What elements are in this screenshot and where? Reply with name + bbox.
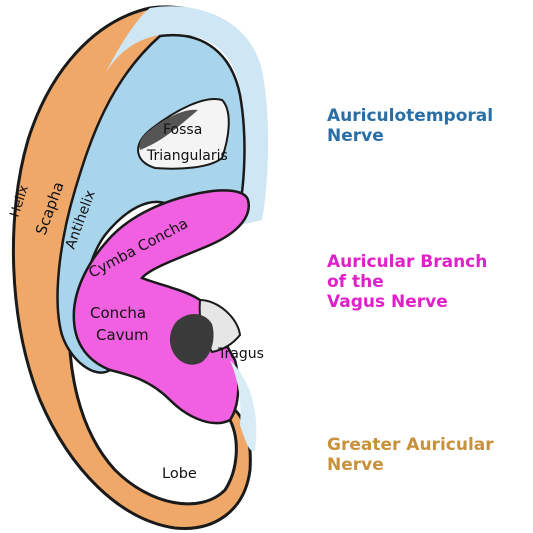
concha-cavum-label-2: Cavum (96, 326, 149, 344)
fossa-triangularis-region (137, 98, 230, 170)
intertragic-region (230, 360, 257, 451)
fossa-triangularis-label-1: Fossa (163, 122, 202, 138)
legend-vagus-line-1: Auricular Branch (327, 252, 488, 272)
legend-auriculotemporal: Auriculotemporal Nerve (327, 106, 493, 146)
legend-vagus: Auricular Branch of the Vagus Nerve (327, 252, 487, 312)
lobe-label: Lobe (162, 466, 197, 482)
concha-cavum-label-1: Concha (90, 304, 146, 322)
legend-greater-auricular-line-2: Nerve (327, 455, 384, 475)
legend-greater-auricular-line-1: Greater Auricular (327, 435, 494, 455)
legend-vagus-line-2: of the (327, 272, 384, 292)
legend-auriculotemporal-line-2: Nerve (327, 126, 384, 146)
legend-auriculotemporal-line-1: Auriculotemporal (327, 106, 494, 126)
legend-greater-auricular: Greater Auricular Nerve (327, 435, 494, 475)
legend-vagus-line-3: Vagus Nerve (327, 292, 448, 312)
tragus-label: Tragus (217, 346, 264, 362)
fossa-shade (139, 109, 198, 150)
fossa-triangularis-label-2: Triangularis (146, 148, 228, 164)
helix-upper-rim (100, 6, 269, 225)
ear-canal (169, 313, 214, 365)
